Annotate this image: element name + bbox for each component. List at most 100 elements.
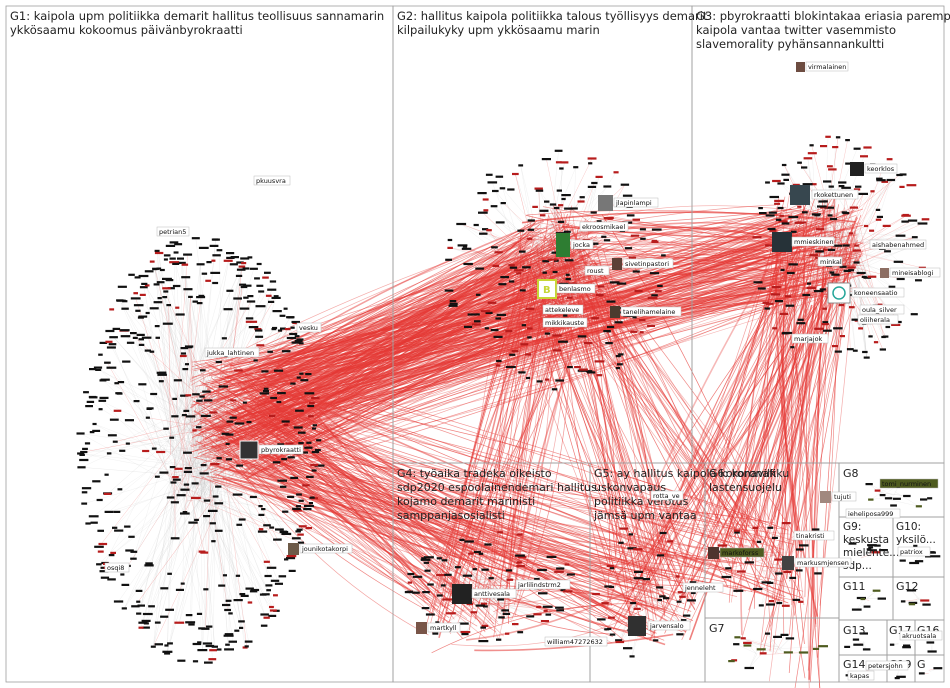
group-title-line: G3: pbyrokraatti blokintakaa eriasia par… [696,9,950,23]
graph-node [424,569,431,572]
user-node-mikkikauste[interactable]: mikkikauste [542,317,588,328]
graph-node [302,484,310,487]
user-node-jenneleht[interactable]: jenneleht [682,582,724,593]
graph-node [184,467,192,470]
graph-node [896,675,906,678]
graph-node [287,495,295,498]
graph-node [97,529,104,532]
graph-node [172,478,181,481]
graph-node [560,161,569,164]
user-node-mineisablogi[interactable]: mineisablogi [880,267,941,278]
user-node-markoforss[interactable]: markoforss [708,547,765,559]
user-node-tomi-nurminen[interactable]: tomi_nurminen [879,478,939,489]
user-node-tujuti[interactable]: tujuti [820,491,857,503]
graph-node [192,660,199,663]
user-node-osqi8[interactable]: osqi8 [104,562,130,573]
graph-node [218,584,226,587]
node-label: benlasmo [559,285,591,293]
graph-node [247,601,253,604]
graph-node [224,633,234,636]
user-node-ieheliposa999[interactable]: ieheliposa999 [845,508,901,519]
graph-node [555,606,564,609]
intra-edge [187,328,288,407]
user-node-roust[interactable]: roust [584,265,610,276]
graph-node [138,274,149,278]
node-avatar [772,232,792,252]
intra-edge [202,480,214,651]
inter-group-edge [195,245,784,437]
intra-edge [832,179,891,268]
inter-group-edge [501,604,613,620]
graph-node [873,341,879,344]
graph-node [858,192,868,195]
intra-edge [119,300,207,405]
intra-edge [200,501,309,529]
user-node-william47272632[interactable]: william47272632 [544,636,608,647]
graph-node [100,566,107,569]
graph-node [802,211,808,214]
graph-node [173,379,182,382]
user-node-jarlilindstrm2[interactable]: jarlilindstrm2 [515,579,571,590]
intra-edge [811,145,848,279]
inter-group-edge [762,212,846,653]
user-node-oliiherala[interactable]: oliiherala [857,314,899,325]
graph-node [892,497,901,500]
user-node-minkal[interactable]: minkal [817,256,843,267]
inter-group-edge [688,291,809,641]
user-node-akruotsala[interactable]: akruotsala [899,630,943,641]
graph-node [768,600,775,603]
graph-node [922,603,931,606]
user-node-petrian5[interactable]: petrian5 [156,226,190,237]
graph-node [774,199,785,202]
graph-node [122,360,131,363]
intra-edge [505,604,546,622]
graph-node [154,251,164,255]
inter-group-edge [605,212,803,612]
graph-node [639,319,646,322]
user-node-petersjohn[interactable]: petersjohn [865,660,909,671]
graph-node [154,643,163,646]
user-node-kapas[interactable]: kapas [847,670,875,681]
graph-node [222,603,231,607]
intra-edge [156,250,174,459]
user-node-aishabenahmed[interactable]: aishabenahmed [869,239,927,250]
user-node-attekeleve[interactable]: attekeleve [542,304,584,315]
user-node-patriox[interactable]: patriox [897,546,931,557]
user-node-virmalainen[interactable]: virmalainen [796,61,849,72]
graph-node [275,528,284,531]
intra-edge [781,215,856,247]
inter-group-edge [200,476,454,570]
intra-edge [161,381,207,460]
graph-node [561,197,566,201]
user-node-oula-silver[interactable]: oula_silver [859,304,905,315]
graph-node [464,325,473,328]
user-node-jukka-lahtinen[interactable]: jukka_lahtinen [204,347,260,358]
graph-node [532,205,538,208]
graph-node [169,466,176,469]
user-node-pkuusvra[interactable]: pkuusvra [253,175,291,186]
user-node-sivetinpastori[interactable]: sivetinpastori [612,258,674,270]
user-node-jounikotakorpi[interactable]: jounikotakorpi [288,543,353,555]
user-node-tinakristi[interactable]: tinakristi [793,530,835,541]
graph-node [240,594,249,597]
user-node-ekroosmikael[interactable]: ekroosmikael [579,221,629,232]
inter-group-edge [765,283,851,590]
intra-edge [866,590,877,600]
graph-node [781,173,790,176]
graph-node [496,359,502,363]
graph-node [759,212,767,215]
graph-node [618,311,623,314]
graph-node [597,618,606,621]
graph-node [99,570,109,573]
node-label: jounikotakorpi [301,545,348,553]
graph-node [828,168,837,171]
graph-node [568,282,578,285]
intra-edge [174,458,176,539]
group-title-line: G4: työaika tradeka oikeisto [397,467,552,480]
user-node-vesku[interactable]: vesku [296,322,322,333]
user-node-martkyll[interactable]: martkyll [416,622,461,634]
user-node-rotta-ve[interactable]: rotta_ve [650,490,684,501]
user-node-marjajok[interactable]: marjajok [791,333,829,344]
graph-node [753,281,763,284]
graph-node [144,349,151,352]
